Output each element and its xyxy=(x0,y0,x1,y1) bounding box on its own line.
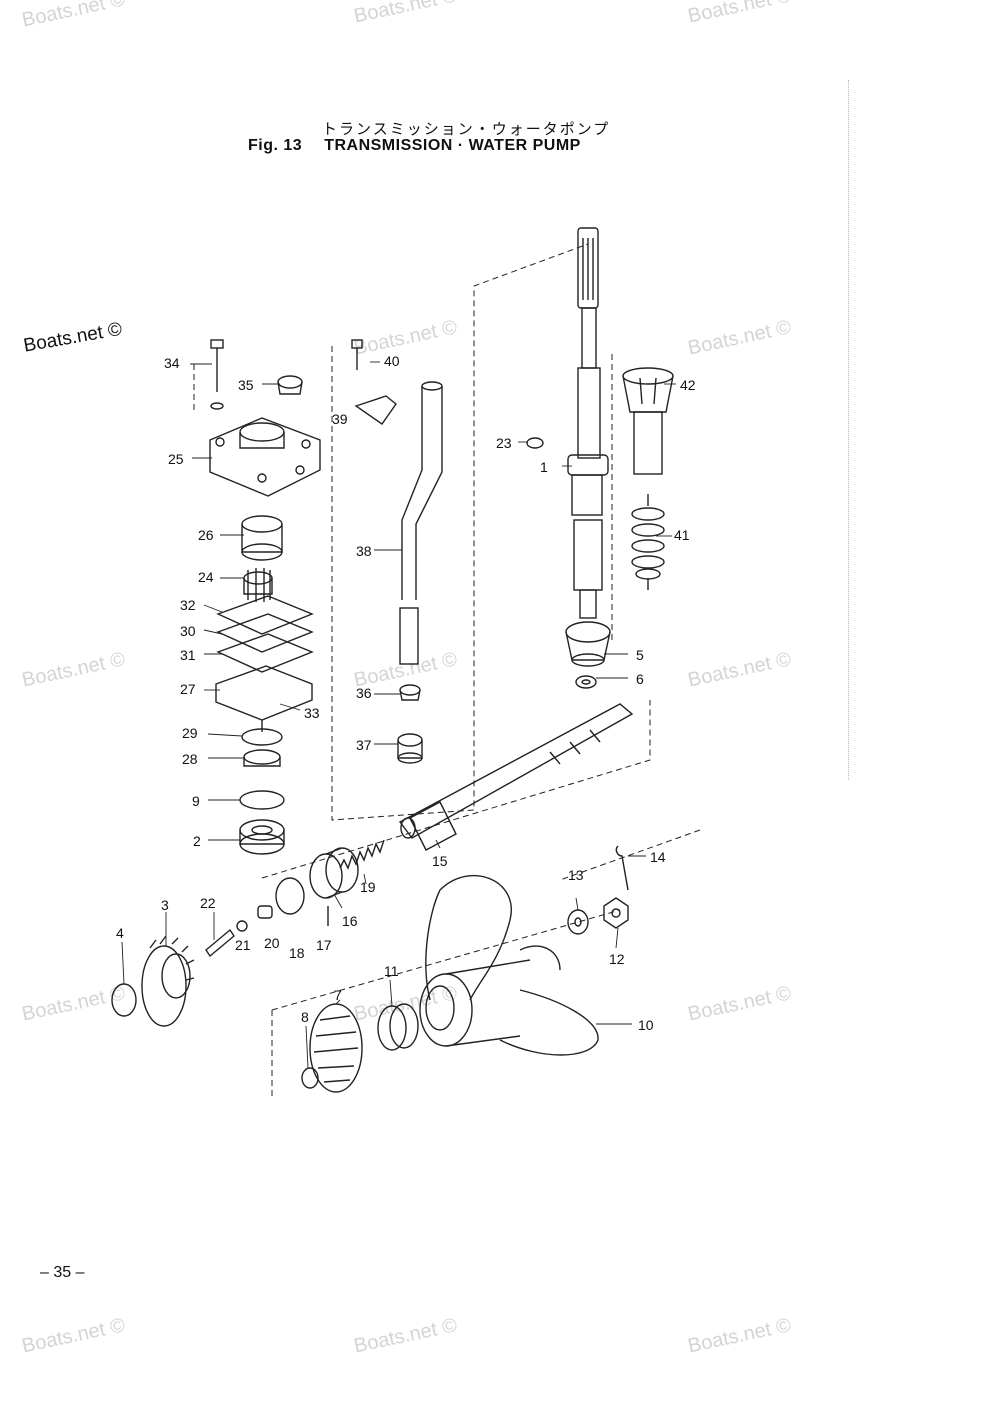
callout-39: 39 xyxy=(332,411,348,427)
callout-6: 6 xyxy=(636,671,644,687)
callout-15: 15 xyxy=(432,853,448,869)
callout-31: 31 xyxy=(180,647,196,663)
callout-28: 28 xyxy=(182,751,198,767)
callout-22: 22 xyxy=(200,895,216,911)
callout-labels: 1 2 3 4 5 6 7 8 9 10 11 12 13 14 15 16 1… xyxy=(116,353,696,1033)
oil-seal xyxy=(243,749,281,767)
water-tube xyxy=(399,381,443,665)
callout-8: 8 xyxy=(301,1009,309,1025)
pinion-nut xyxy=(575,675,597,689)
forward-gear xyxy=(141,935,195,1027)
callout-13: 13 xyxy=(568,867,584,883)
callout-23: 23 xyxy=(496,435,512,451)
callout-17: 17 xyxy=(316,937,332,953)
title-japanese: トランスミッション・ウォータポンプ xyxy=(322,120,611,138)
pinion-gear xyxy=(565,621,611,667)
pump-grommet xyxy=(277,375,303,395)
callout-10: 10 xyxy=(638,1017,654,1033)
clutch xyxy=(309,847,359,899)
callout-3: 3 xyxy=(161,897,169,913)
callout-12: 12 xyxy=(609,951,625,967)
callout-21: 21 xyxy=(235,937,251,953)
callout-9: 9 xyxy=(192,793,200,809)
callout-29: 29 xyxy=(182,725,198,741)
pump-plate xyxy=(216,613,314,653)
propeller-nut xyxy=(603,897,629,929)
shift-spring xyxy=(339,839,385,870)
woodruff-key xyxy=(526,437,544,449)
callout-38: 38 xyxy=(356,543,372,559)
pump-housing xyxy=(215,665,313,732)
figure-number: Fig. 13 xyxy=(248,137,303,154)
shift-rod xyxy=(205,928,235,958)
shift-plunger xyxy=(257,905,273,919)
callout-41: 41 xyxy=(674,527,690,543)
callout-27: 27 xyxy=(180,681,196,697)
callout-35: 35 xyxy=(238,377,254,393)
callout-5: 5 xyxy=(636,647,644,663)
callout-36: 36 xyxy=(356,685,372,701)
callout-4: 4 xyxy=(116,925,124,941)
callout-42: 42 xyxy=(680,377,696,393)
tube-grommet-lower xyxy=(397,733,423,764)
tube-bolt xyxy=(351,339,363,370)
scan-edge-marks xyxy=(848,80,850,780)
shim-4 xyxy=(111,983,137,1017)
propeller-shaft xyxy=(398,703,634,851)
callout-32: 32 xyxy=(180,597,196,613)
drive-shaft-spring xyxy=(631,494,665,590)
callout-7: 7 xyxy=(334,987,342,1003)
water-pump-case xyxy=(209,417,321,497)
callout-19: 19 xyxy=(360,879,376,895)
figure-title: Fig. 13 TRANSMISSION · WATER PUMP xyxy=(248,137,581,155)
drive-shaft-collar xyxy=(622,367,674,475)
shim-8 xyxy=(301,1067,319,1089)
pump-bolt xyxy=(210,339,224,410)
callout-37: 37 xyxy=(356,737,372,753)
propeller xyxy=(419,874,599,1056)
callout-18: 18 xyxy=(289,945,305,961)
group-outline-lines xyxy=(193,243,701,1100)
callout-16: 16 xyxy=(342,913,358,929)
callout-40: 40 xyxy=(384,353,400,369)
leader-lines xyxy=(121,361,676,1069)
bearing xyxy=(239,819,285,855)
tube-bracket xyxy=(354,395,397,425)
callout-34: 34 xyxy=(164,355,180,371)
figure-title-text: TRANSMISSION · WATER PUMP xyxy=(324,137,581,154)
callout-26: 26 xyxy=(198,527,214,543)
cotter-pin xyxy=(615,845,629,891)
shift-ball xyxy=(236,920,248,932)
pump-insert xyxy=(241,515,283,561)
callout-2: 2 xyxy=(193,833,201,849)
pump-gasket-upper xyxy=(216,595,314,635)
callout-33: 33 xyxy=(304,705,320,721)
pump-gasket-lower xyxy=(216,633,314,673)
callout-20: 20 xyxy=(264,935,280,951)
callout-1: 1 xyxy=(540,459,548,475)
callout-30: 30 xyxy=(180,623,196,639)
callout-24: 24 xyxy=(198,569,214,585)
o-ring-9 xyxy=(239,790,285,810)
tube-grommet-upper xyxy=(399,684,421,701)
callout-25: 25 xyxy=(168,451,184,467)
retaining-ring xyxy=(275,877,305,915)
drive-shaft xyxy=(567,227,609,619)
propeller-washer xyxy=(567,909,589,935)
reverse-gear-bearing xyxy=(377,1003,419,1051)
callout-14: 14 xyxy=(650,849,666,865)
o-ring-29 xyxy=(241,728,283,746)
page-number: – 35 – xyxy=(40,1264,85,1281)
callout-11: 11 xyxy=(384,963,399,979)
pump-impeller xyxy=(243,568,273,602)
